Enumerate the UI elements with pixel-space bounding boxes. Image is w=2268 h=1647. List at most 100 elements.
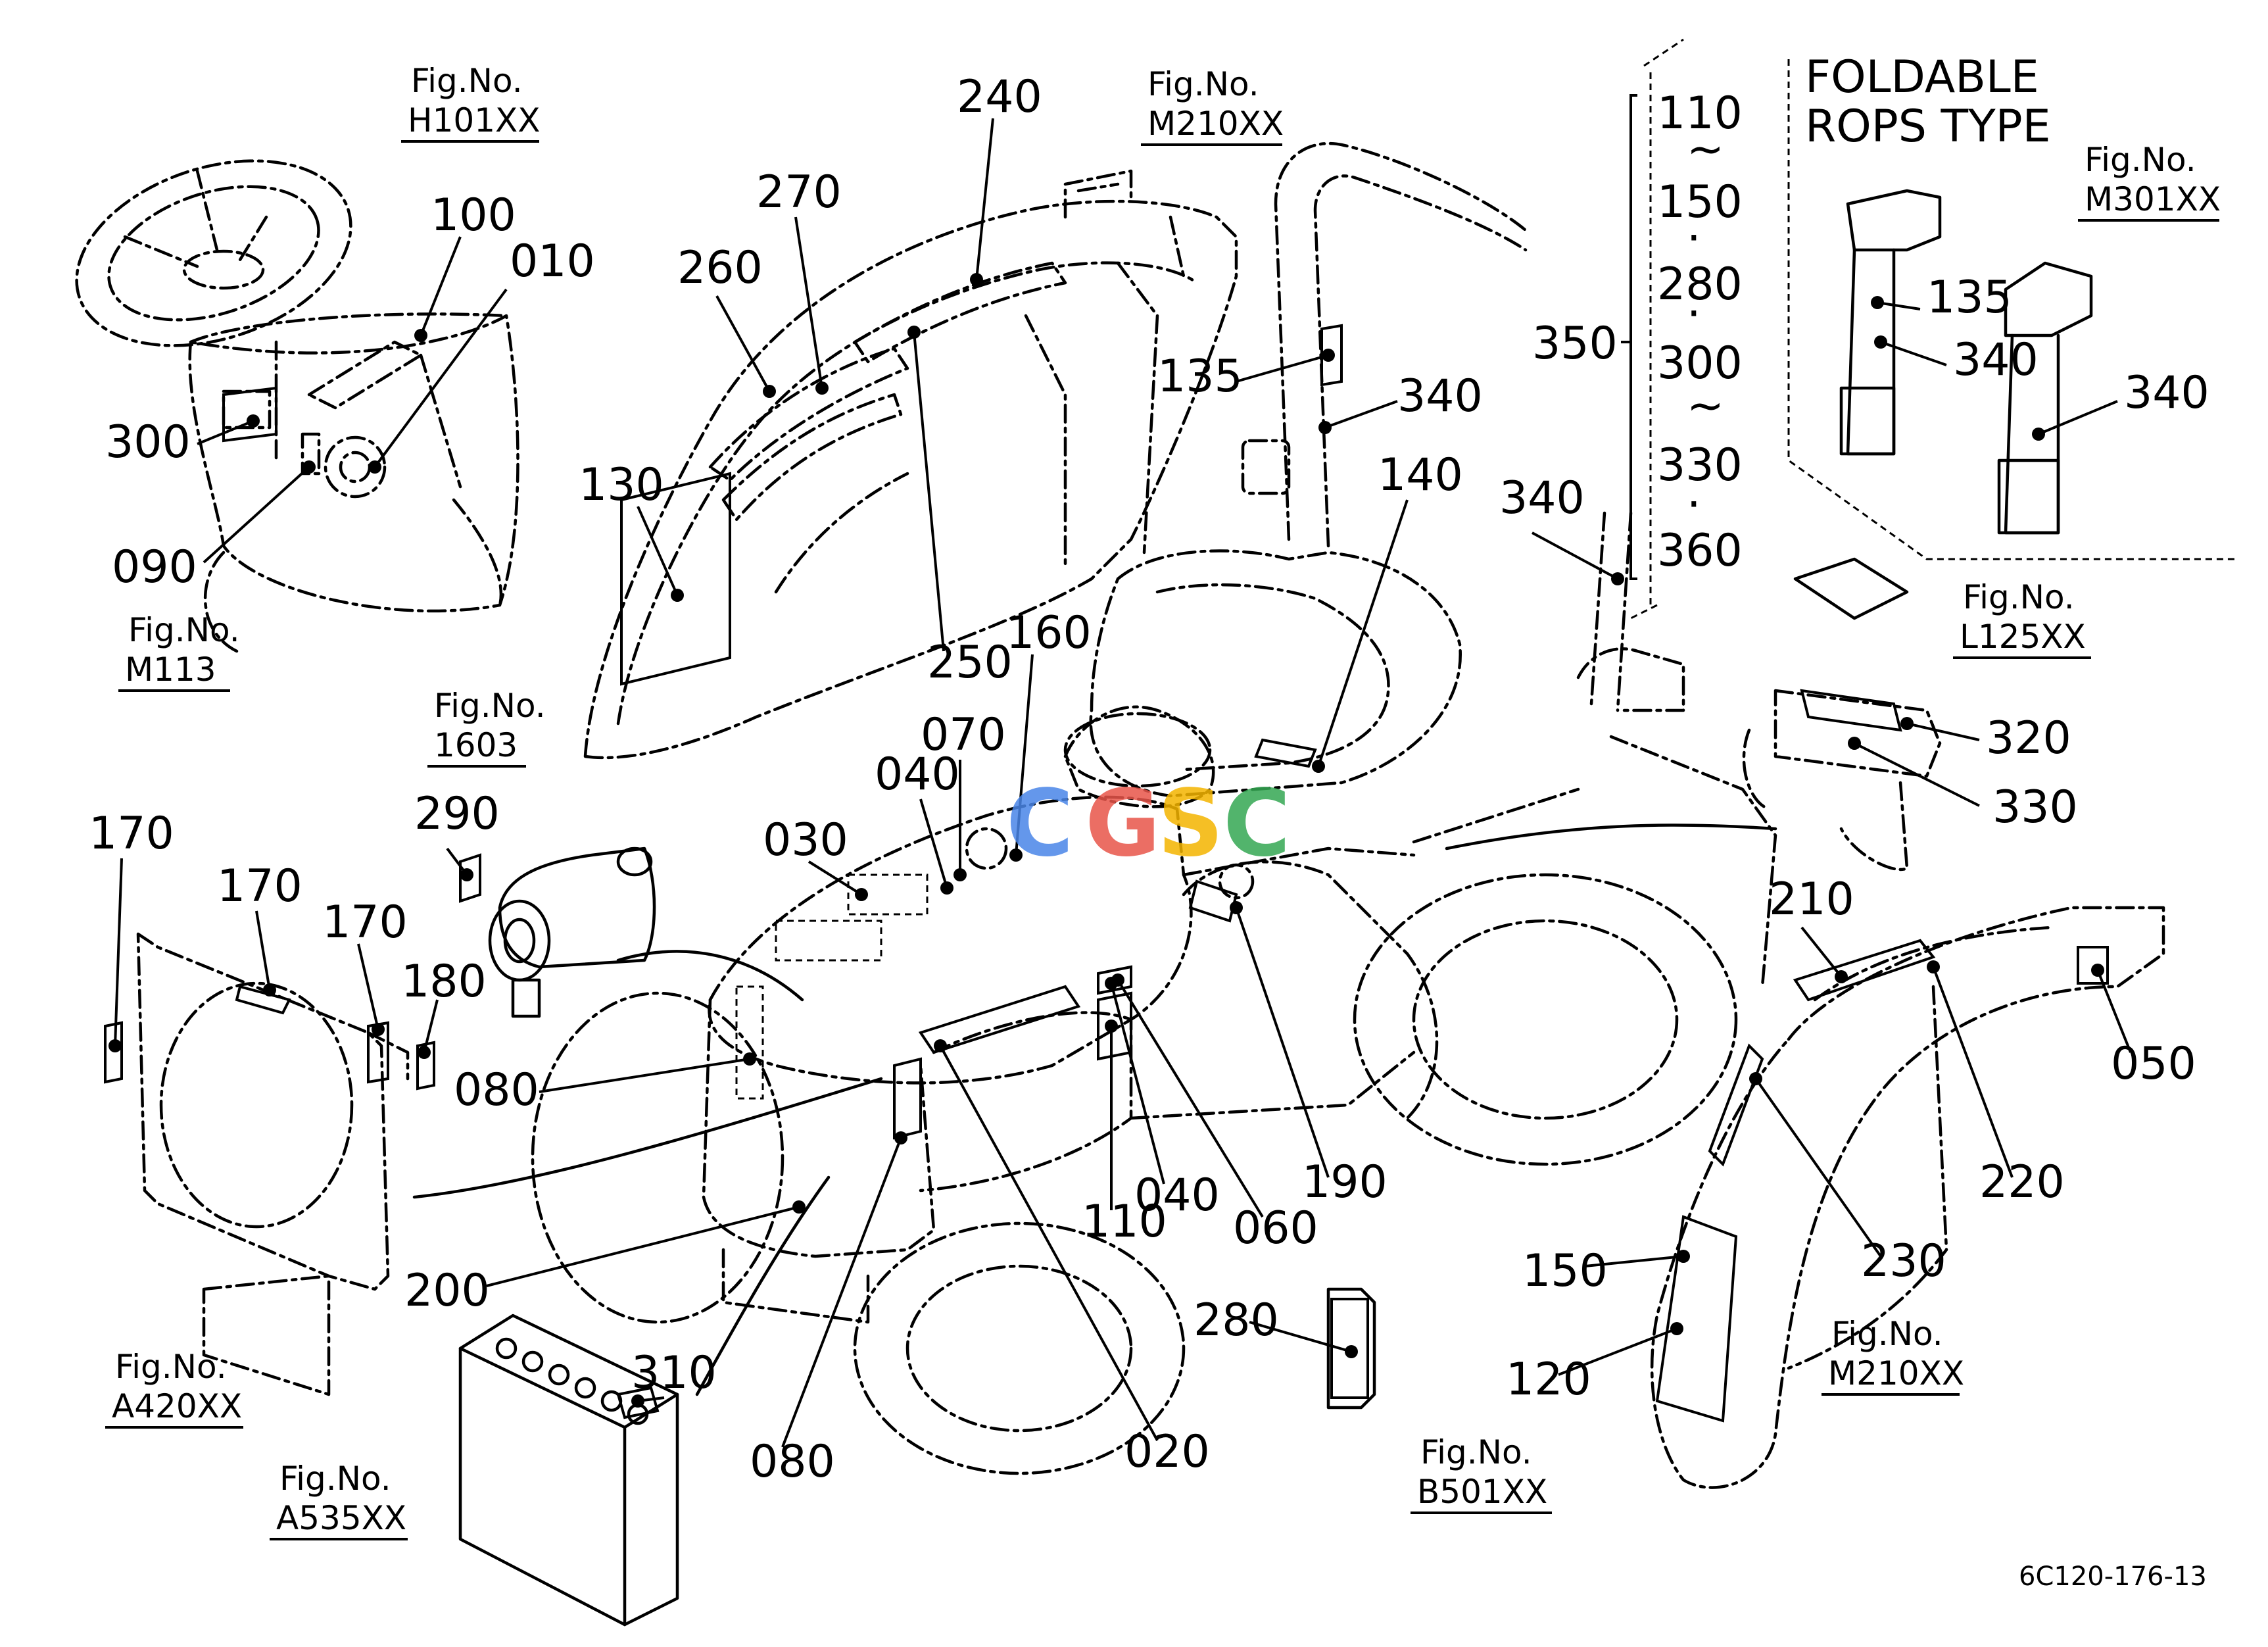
leader-line-280 [1249, 1321, 1352, 1353]
part-label-120: 120 [1506, 1354, 1591, 1406]
part-label-290: 290 [414, 788, 500, 840]
fig-m210-top-prefix: Fig.No. [1147, 65, 1259, 103]
leader-line-030 [808, 860, 863, 896]
fender-drawing [1650, 906, 2165, 1489]
hood-cowl-drawing [583, 169, 1238, 760]
range-bracket [1621, 94, 1637, 580]
range-item: 300 [1657, 337, 1743, 389]
part-label-190: 190 [1302, 1156, 1387, 1208]
leader-dot-240 [970, 273, 983, 286]
leader-line-240 [975, 118, 994, 280]
fig-b501-prefix: Fig.No. [1420, 1433, 1532, 1471]
leader-line-260 [715, 295, 771, 392]
leader-dot-080 [743, 1052, 756, 1066]
leader-dot-040 [940, 881, 953, 895]
part-label-330: 330 [1992, 781, 2078, 833]
part-label-340: 340 [1499, 472, 1585, 524]
leader-line-330 [1854, 742, 1980, 807]
leader-line-340 [2038, 400, 2118, 435]
range-item: 150 [1657, 176, 1743, 228]
leader-line-080 [539, 1058, 750, 1093]
fig-a420-prefix: Fig.No. [115, 1348, 227, 1386]
leader-line-320 [1906, 722, 1980, 741]
battery-drawing [458, 1314, 679, 1627]
leader-line-050 [2096, 970, 2132, 1053]
leader-line-160 [1015, 654, 1034, 856]
leader-line-080 [781, 1137, 902, 1448]
fig-m210-bottom-prefix: Fig.No. [1831, 1315, 1943, 1353]
part-label-250: 250 [927, 637, 1013, 689]
leader-line-340 [1324, 400, 1398, 429]
range-item: ~ [1687, 124, 1724, 176]
watermark-letter: G [1085, 770, 1161, 877]
range-item: 330 [1657, 439, 1743, 491]
foldable-rops-inset [1630, 38, 2236, 620]
fig-1603-id: 1603 [434, 726, 518, 764]
leader-line-200 [486, 1206, 800, 1287]
leader-dot-150 [1677, 1250, 1690, 1263]
b501-part-drawing [1326, 1287, 1376, 1410]
transfer-arrows [412, 823, 1777, 1396]
leader-line-100 [420, 236, 462, 336]
part-label-310: 310 [631, 1347, 717, 1399]
leader-dot-210 [1835, 970, 1848, 983]
fig-m113-id: M113 [125, 651, 216, 689]
leader-dot-260 [763, 385, 776, 398]
leader-dot-340 [2032, 428, 2045, 441]
leader-dot-220 [1927, 960, 1940, 973]
leader-line-170 [255, 910, 271, 991]
fig-a535-prefix: Fig.No. [279, 1460, 391, 1498]
leader-line-135 [1877, 301, 1921, 310]
leader-line-340 [1532, 531, 1618, 580]
fig-a535-id: A535XX [276, 1499, 406, 1537]
part-label-090: 090 [112, 541, 197, 593]
leader-line-250 [913, 332, 945, 652]
leader-line-140 [1317, 499, 1409, 767]
leader-dot-135 [1322, 349, 1335, 362]
part-label-080: 080 [750, 1436, 835, 1488]
leader-line-230 [1754, 1077, 1882, 1258]
part-label-270: 270 [756, 166, 842, 218]
watermark-letter: C [1006, 770, 1074, 877]
part-label-110: 110 [1082, 1196, 1167, 1248]
leader-dot-290 [460, 868, 473, 881]
part-label-200: 200 [404, 1265, 490, 1317]
part-label-140: 140 [1378, 449, 1463, 501]
inset-title-line2: ROPS TYPE [1805, 101, 2051, 153]
watermark-letter: S [1157, 770, 1224, 877]
leader-dot-280 [1345, 1345, 1358, 1358]
part-label-040: 040 [1134, 1169, 1220, 1221]
leader-line-300 [197, 420, 254, 445]
range-item: 280 [1657, 258, 1743, 310]
leader-dot-060 [1111, 973, 1124, 987]
leader-dot-010 [368, 460, 381, 474]
tractor-body-drawing [531, 795, 1738, 1475]
range-item: · [1687, 212, 1701, 264]
leader-dot-020 [934, 1039, 947, 1052]
part-label-135: 135 [1157, 351, 1243, 403]
leader-dot-340 [1611, 572, 1624, 585]
leader-line-130 [637, 506, 679, 596]
part-label-040: 040 [875, 749, 960, 800]
leader-lines [109, 118, 2132, 1448]
leader-dot-250 [907, 326, 921, 339]
fig-h101-id: H101XX [408, 101, 541, 139]
leader-line-040 [919, 799, 948, 889]
part-label-080: 080 [454, 1064, 539, 1116]
leader-line-170 [114, 858, 123, 1046]
leader-dot-170 [372, 1023, 385, 1036]
fig-h101-prefix: Fig.No. [411, 62, 523, 100]
range-item: ~ [1687, 380, 1724, 432]
leader-line-020 [939, 1045, 1159, 1441]
inset-title: FOLDABLE ROPS TYPE [1805, 51, 2051, 153]
part-label-170: 170 [89, 808, 174, 860]
fig-m301-prefix: Fig.No. [2085, 141, 2196, 179]
radiator-shroud-drawing [104, 932, 435, 1396]
l125-panel-drawing [1742, 689, 1942, 872]
leader-line-340 [1880, 341, 1947, 366]
fig-m210-bottom-id: M210XX [1828, 1354, 1964, 1392]
leader-dot-340 [1874, 335, 1887, 349]
leader-dot-140 [1312, 760, 1325, 773]
